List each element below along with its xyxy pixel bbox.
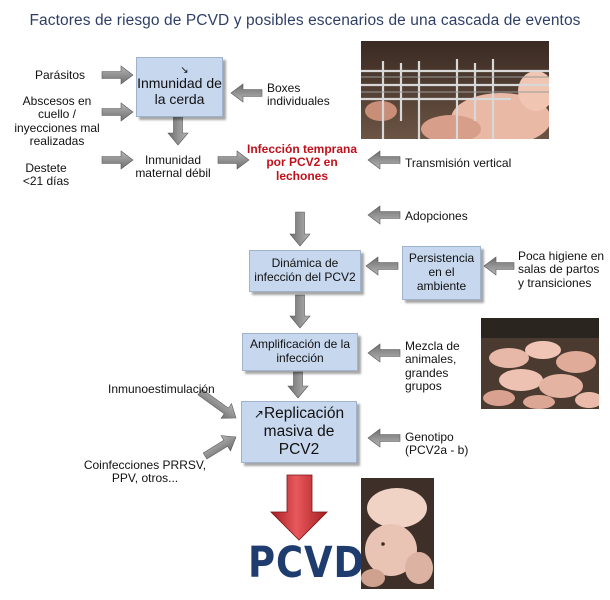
replicacion-glyph: ↗ <box>253 407 264 422</box>
inmunidad-glyph: ↘ <box>180 64 189 76</box>
destete-label: Destete <21 días <box>22 161 70 189</box>
arrow-persistencia <box>365 256 399 276</box>
diagram-title: Factores de riesgo de PCVD y posibles es… <box>29 12 581 29</box>
sick-piglet-photo <box>361 478 434 589</box>
dinamica-label: Dinámica de infección del PCV2 <box>254 256 356 284</box>
arrow-mezcla <box>367 343 401 363</box>
amplificacion-label: Amplificación de la infección <box>249 337 351 365</box>
mezcla-label: Mezcla de animales, grandes grupos <box>405 339 460 394</box>
arrow-amplificacion-down <box>287 371 309 399</box>
arrow-maternal-to-infeccion <box>217 150 250 170</box>
arrow-genotipo <box>367 428 401 448</box>
arrow-parasitos <box>101 65 134 85</box>
abscesos-label: Abscesos en cuello / inyecciones mal rea… <box>14 94 100 149</box>
parasitos-label: Parásitos <box>35 68 86 82</box>
persistencia-box: Persistencia en el ambiente <box>402 246 481 300</box>
arrow-transmision <box>367 150 401 170</box>
arrow-infeccion-down <box>289 211 311 247</box>
arrow-abscesos <box>101 102 134 122</box>
arrow-adopciones <box>367 205 401 225</box>
piglets-group-photo <box>481 318 599 409</box>
infeccion-temprana-label: Infección temprana por PCV2 en lechones <box>246 142 358 183</box>
big-red-arrow <box>270 474 328 541</box>
arrow-dinamica-down <box>289 294 311 329</box>
adopciones-label: Adopciones <box>405 209 468 223</box>
inmunidad-cerda-box: ↘ Inmunidad de la cerda <box>136 57 223 117</box>
arrow-destete <box>101 150 134 170</box>
arrow-coinfecciones <box>202 435 237 460</box>
replicacion-label: Replicación masiva de PCV2 <box>263 405 345 458</box>
arrow-inmunoestimulacion <box>197 388 237 419</box>
arrow-higiene <box>483 256 515 276</box>
poca-higiene-label: Poca higiene en salas de partos y transi… <box>518 249 605 290</box>
transmision-vertical-label: Transmisión vertical <box>405 156 512 170</box>
arrow-inmunidad-down <box>167 116 189 146</box>
genotipo-label: Genotipo (PCV2a - b) <box>405 430 469 458</box>
coinfecciones-label: Coinfecciones PRRSV, PPV, otros... <box>83 458 207 486</box>
inmunidad-maternal-label: Inmunidad maternal débil <box>135 153 211 181</box>
inmunoestimulacion-label: Inmunoestimulación <box>108 382 215 396</box>
sows-in-crates-photo <box>361 41 549 139</box>
inmunidad-cerda-label: Inmunidad de la cerda <box>137 74 222 107</box>
boxes-individuales-label: Boxes individuales <box>267 81 330 109</box>
replicacion-box: ↗Replicación masiva de PCV2 <box>241 401 357 463</box>
arrow-boxes-individuales <box>230 83 263 103</box>
persistencia-label: Persistencia en el ambiente <box>408 251 475 293</box>
amplificacion-box: Amplificación de la infección <box>242 333 358 371</box>
pcvd-outcome: PCVD <box>248 538 366 588</box>
dinamica-box: Dinámica de infección del PCV2 <box>249 250 361 292</box>
